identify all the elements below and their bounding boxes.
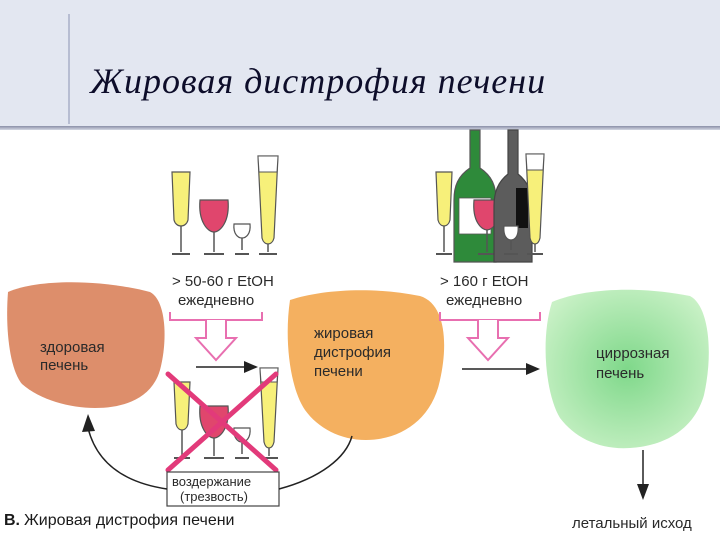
slide-title: Жировая дистрофия печени	[90, 61, 547, 101]
shot-glass-icon	[233, 223, 251, 255]
intake-low-label-2: ежедневно	[178, 292, 254, 309]
crossed-out-icon	[165, 371, 279, 473]
cirrhotic-liver-label-2: печень	[596, 365, 644, 382]
abstinence-box: воздержание (трезвость)	[166, 471, 280, 507]
healthy-liver: здоровая печень	[7, 282, 165, 408]
figure-caption: В.Жировая дистрофия печени	[4, 512, 234, 530]
abstinence-label-2: (трезвость)	[180, 489, 248, 504]
healthy-liver-shape	[7, 282, 165, 408]
header-divider	[68, 14, 70, 124]
green-bottle-icon	[453, 129, 497, 263]
intake-high-label-2: ежедневно	[446, 292, 522, 309]
cirrhotic-liver-shape	[545, 289, 709, 449]
bottles-group-high	[435, 129, 545, 263]
outcome-arrow	[637, 450, 649, 500]
abstinence-label-1: воздержание	[172, 474, 251, 489]
glasses-group-low	[171, 155, 279, 255]
intake-high-arrow	[439, 312, 541, 362]
reversal-arc-right	[278, 435, 353, 490]
cirrhotic-liver: циррозная печень	[545, 289, 709, 449]
cirrhotic-liver-label-1: циррозная	[596, 345, 669, 362]
fatty-liver-label-3: печени	[314, 363, 363, 380]
fatty-liver-label-2: дистрофия	[314, 344, 391, 361]
healthy-liver-label-2: печень	[40, 357, 88, 374]
fatty-liver-shape	[287, 290, 445, 440]
outcome-label: летальный исход	[572, 515, 692, 532]
dark-bottle-icon	[493, 129, 533, 263]
abstinence-glasses	[173, 367, 279, 459]
fatty-liver: жировая дистрофия печени	[287, 290, 445, 440]
champagne-glass-icon	[171, 171, 191, 255]
slide-header: Жировая дистрофия печени	[0, 0, 720, 126]
caption-text: Жировая дистрофия печени	[24, 512, 235, 529]
intake-high-label-1: > 160 г EtOH	[440, 273, 528, 290]
caption-prefix: В.	[4, 512, 20, 529]
fatty-liver-label-1: жировая	[314, 325, 373, 342]
progression-arrow-1	[196, 361, 258, 373]
progression-arrow-2	[462, 363, 540, 375]
healthy-liver-label-1: здоровая	[40, 339, 105, 356]
intake-low-label-1: > 50-60 г EtOH	[172, 273, 274, 290]
shot-glass-icon	[503, 225, 519, 255]
beer-glass-icon	[257, 155, 279, 255]
reversal-arc-left	[82, 414, 168, 490]
wine-glass-icon	[199, 199, 229, 255]
intake-low-arrow	[169, 312, 263, 362]
beer-glass-icon	[525, 153, 545, 255]
champagne-glass-icon	[435, 171, 453, 255]
header-rule	[0, 126, 720, 130]
champagne-glass-icon	[173, 381, 191, 459]
